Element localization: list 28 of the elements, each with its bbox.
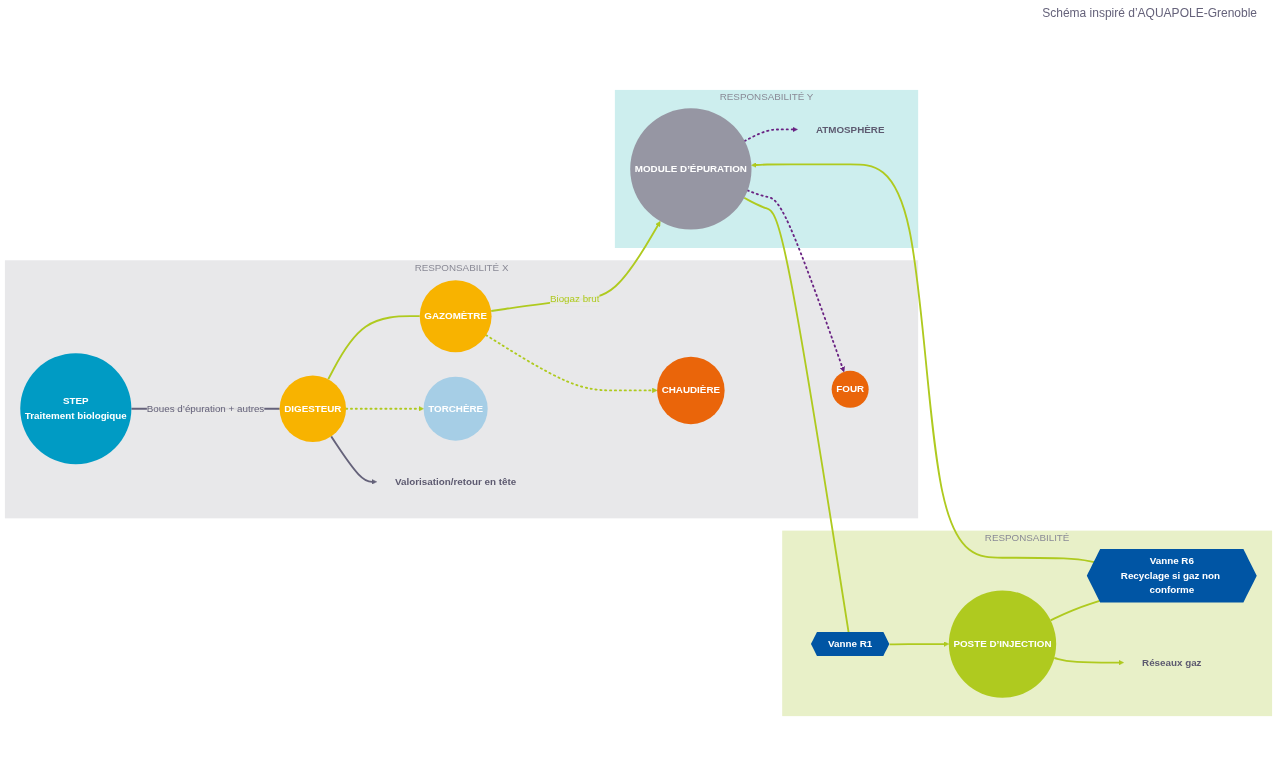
arrow: [746, 189, 845, 373]
arrow: [888, 641, 950, 647]
node-text: Valorisation/retour en tête: [395, 476, 517, 487]
node-circle: CHAUDIÈRE: [657, 356, 725, 425]
node-circle: STEP Traitement biologique: [20, 353, 132, 465]
node-text: ATMOSPHÈRE: [815, 123, 885, 135]
node-circle: TORCHÈRE: [423, 376, 488, 441]
arrow: [490, 221, 661, 312]
connector: [743, 196, 850, 634]
connector: [327, 315, 421, 381]
node-box: Vanne R1: [811, 632, 890, 656]
node-circle: MODULE D’ÉPURATION: [630, 108, 752, 230]
node-text: Réseaux gaz: [1142, 657, 1202, 668]
edge-label: Biogaz brut: [549, 293, 600, 304]
node-circle: FOUR: [831, 370, 869, 408]
arrow: [485, 334, 658, 394]
node-circle: DIGESTEUR: [279, 375, 347, 442]
arrow: [345, 406, 424, 412]
arrow: [751, 162, 1096, 563]
arrow: [743, 126, 798, 142]
edge-label: Boues d’épuration + autres: [146, 403, 265, 414]
node-circle: GAZOMÈTRE: [419, 280, 492, 353]
node-circle: POSTE D’INJECTION: [948, 590, 1057, 698]
node-box: Vanne R6 Recyclage si gaz non conforme: [1086, 549, 1257, 603]
note-text: Schéma inspiré d’AQUAPOLE-Grenoble: [1042, 6, 1257, 20]
connector: [1049, 600, 1101, 622]
arrow: [330, 435, 377, 485]
arrow: [1053, 657, 1124, 666]
